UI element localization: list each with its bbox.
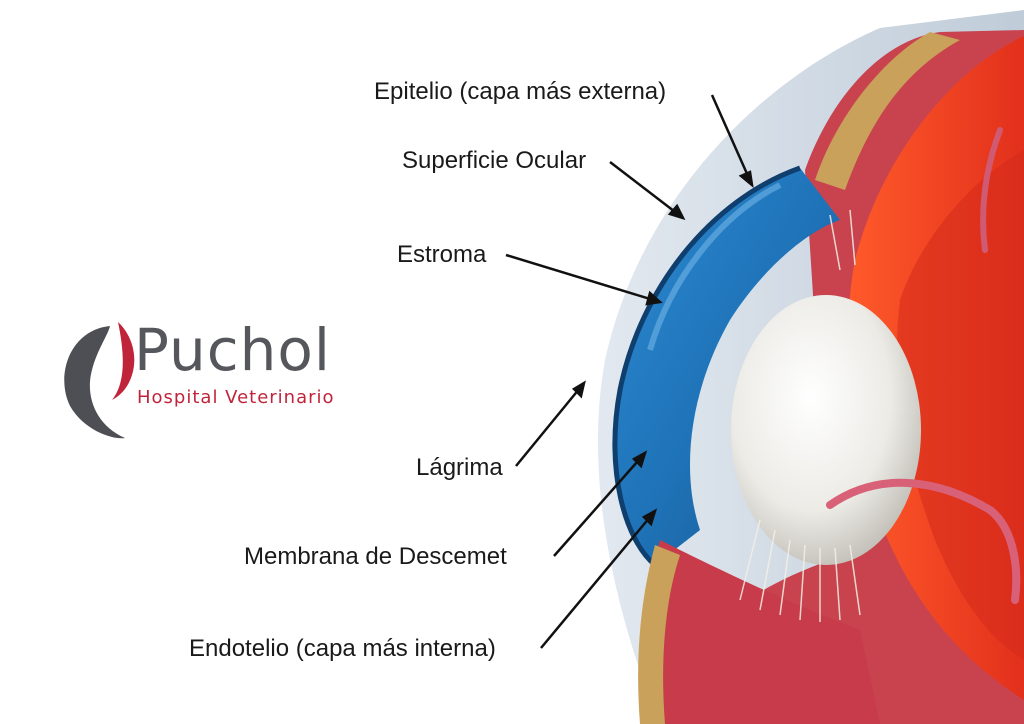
arrowhead-lagrima: [571, 380, 586, 399]
arrow-lagrima: [515, 382, 585, 467]
arrowhead-epitelio: [738, 170, 754, 189]
cornea-epithelium-edge: [612, 165, 801, 567]
lower-tissue: [640, 540, 880, 724]
label-endotelio: Endotelio (capa más interna): [189, 635, 496, 662]
iris-inner-band: [896, 150, 1024, 660]
sclera-tan-band: [815, 32, 960, 190]
lens: [731, 295, 921, 565]
arrow-descemet: [553, 452, 646, 557]
cornea-highlight: [647, 182, 782, 351]
logo-crescent-red: [112, 322, 135, 400]
vessel-lower: [826, 478, 1021, 604]
leader-arrows: [505, 94, 754, 649]
lower-tan-edge: [638, 545, 680, 724]
arrowhead-superficie: [667, 203, 686, 221]
cornea-stroma: [614, 168, 840, 565]
label-epitelio: Epitelio (capa más externa): [374, 78, 667, 105]
label-lagrima: Lágrima: [416, 454, 503, 481]
label-superficie-ocular: Superficie Ocular: [402, 147, 587, 174]
arrowhead-descemet: [631, 450, 648, 469]
zonule-fibers: [739, 209, 861, 622]
arrow-superficie: [609, 161, 684, 219]
logo-crescent-gray: [64, 326, 125, 439]
arrow-epitelio: [710, 94, 754, 186]
vessel-upper: [980, 127, 1003, 253]
logo-name: Puchol: [134, 316, 331, 384]
puchol-logo-mark: [64, 322, 135, 439]
arrowhead-endotelio: [641, 508, 658, 527]
label-membrana-descemet: Membrana de Descemet: [244, 543, 507, 570]
arrow-endotelio: [540, 510, 656, 649]
arrow-estroma: [505, 253, 661, 304]
arrowhead-estroma: [645, 290, 663, 306]
logo-subtitle: Hospital Veterinario: [137, 387, 335, 408]
label-estroma: Estroma: [397, 241, 487, 268]
